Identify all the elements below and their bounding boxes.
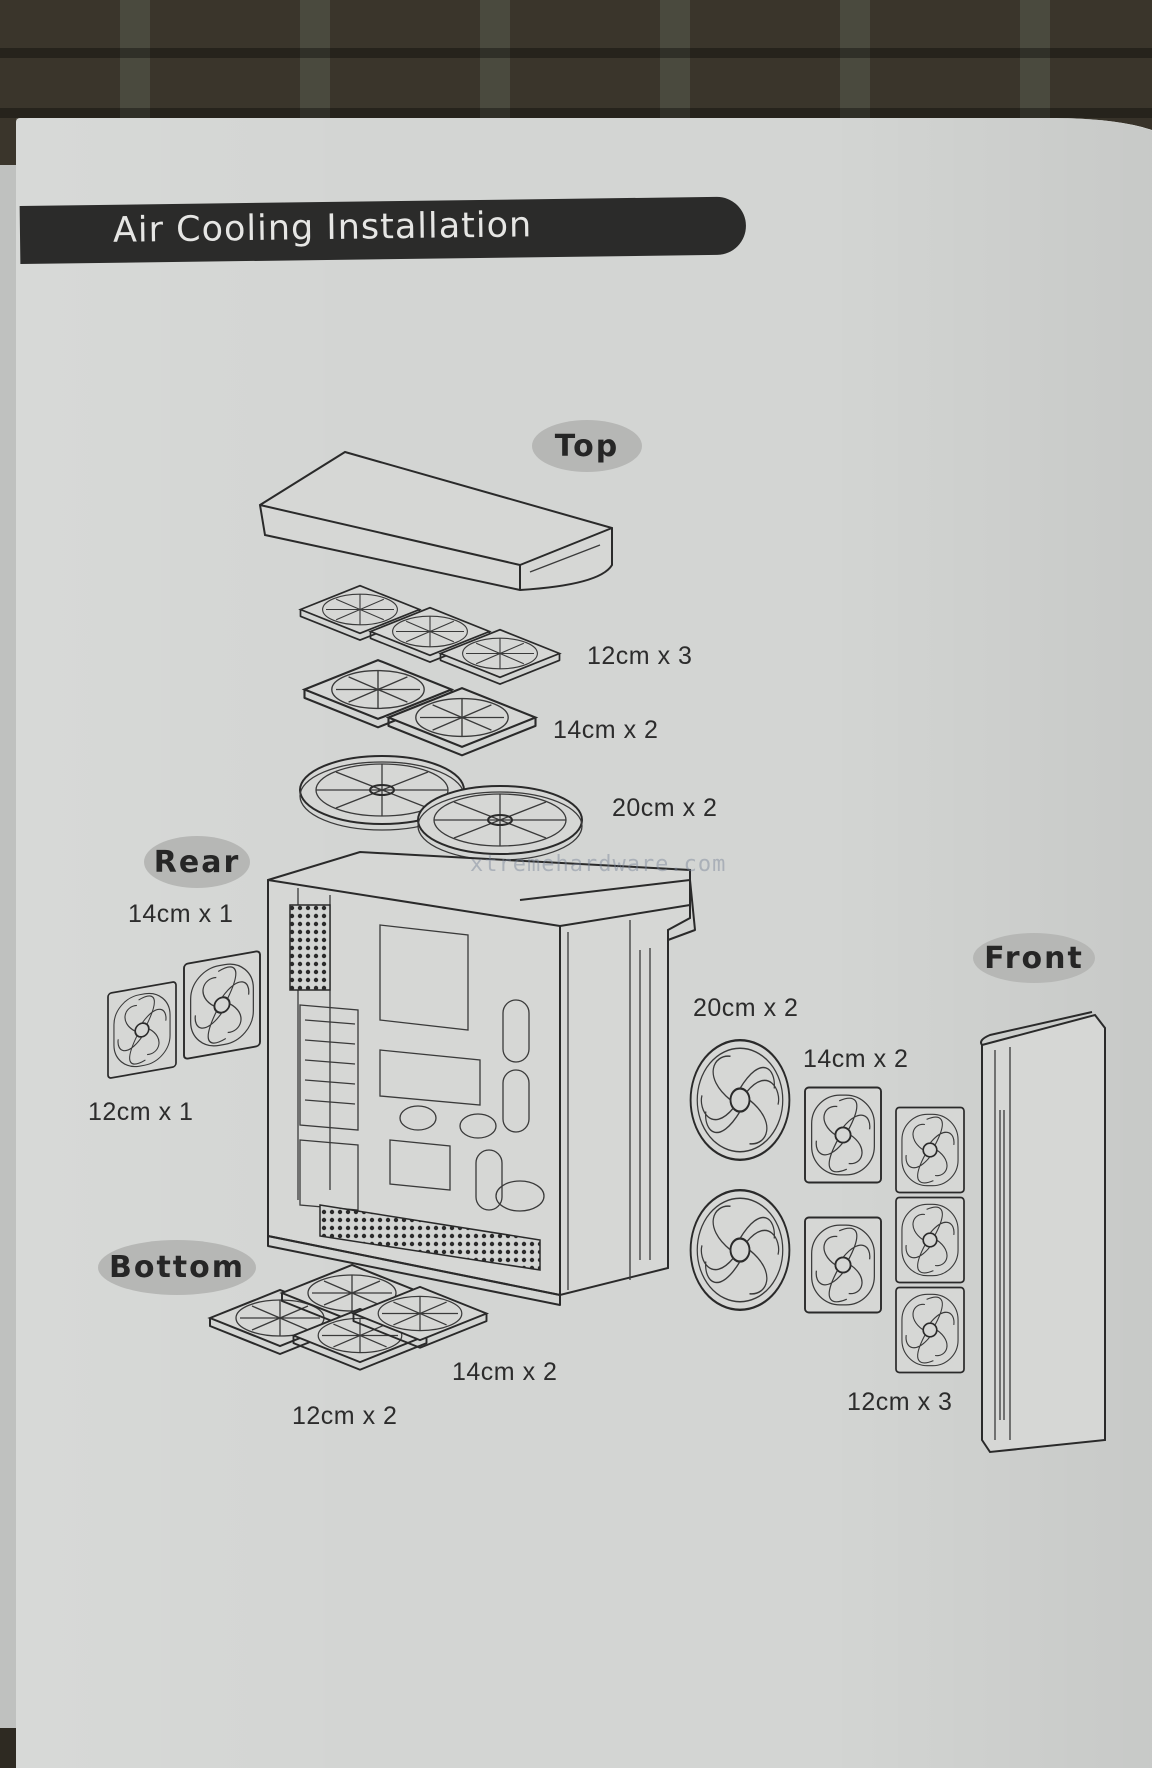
section-label-top-text: Top [554, 428, 620, 464]
case-chassis [267, 850, 696, 1306]
top-fans-12cm [299, 584, 561, 685]
section-label-front: Front [973, 933, 1095, 983]
section-label-bottom-text: Bottom [108, 1250, 246, 1285]
watermark-text: xtremehardware.com [470, 852, 727, 877]
air-cooling-diagram [107, 450, 1106, 1454]
top-fans-20cm [299, 755, 583, 861]
front-fans-20cm [689, 1039, 791, 1311]
front-panel [980, 1011, 1106, 1454]
section-label-bottom: Bottom [98, 1240, 256, 1295]
rear-fan-14cm-qty: 14cm x 1 [128, 900, 234, 928]
rear-fans [107, 949, 261, 1080]
top-fan-12cm-qty: 12cm x 3 [587, 642, 693, 670]
bottom-fan-12cm-qty: 12cm x 2 [292, 1402, 398, 1430]
section-label-top: Top [532, 420, 642, 472]
bottom-fans [209, 1264, 488, 1371]
top-fan-20cm-qty: 20cm x 2 [612, 794, 718, 822]
bottom-fan-14cm-qty: 14cm x 2 [452, 1358, 558, 1386]
front-fans-12cm [895, 1106, 965, 1374]
front-fans-14cm [804, 1086, 882, 1314]
section-label-rear-text: Rear [153, 844, 241, 880]
top-fan-14cm-qty: 14cm x 2 [553, 716, 659, 744]
front-fan-14cm-qty: 14cm x 2 [803, 1045, 909, 1073]
section-label-front-text: Front [984, 940, 1084, 976]
section-label-rear: Rear [144, 836, 250, 888]
rear-fan-12cm-qty: 12cm x 1 [88, 1098, 194, 1126]
top-cover-panel [258, 450, 613, 592]
front-fan-12cm-qty: 12cm x 3 [847, 1388, 953, 1416]
front-fan-20cm-qty: 20cm x 2 [693, 994, 799, 1022]
